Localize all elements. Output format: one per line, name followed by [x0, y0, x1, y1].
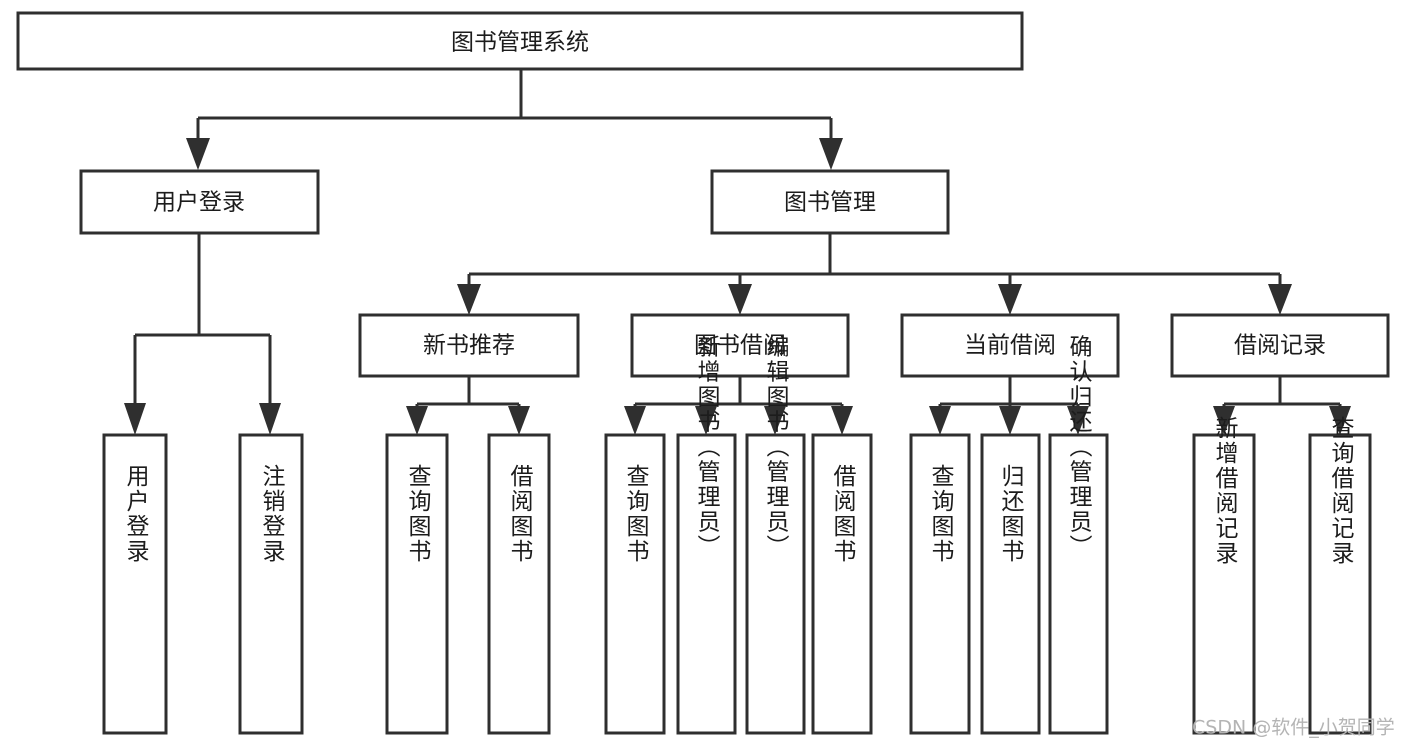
node-borrow-record-box[interactable]	[1170, 313, 1390, 378]
leaf-node-current-borrow-2[interactable]: 归还图书	[980, 433, 1041, 735]
leaf-node-borrow-record-1[interactable]: 新增借阅记录	[1192, 416, 1256, 735]
leaf-node-current-borrow-1-box[interactable]	[909, 433, 971, 735]
connector-group-new-book	[406, 376, 530, 435]
csdn-watermark: CSDN @软件_小贺同学	[1192, 717, 1395, 739]
leaf-node-current-borrow-1-label: 查询图书	[927, 464, 955, 564]
leaf-node-current-borrow-3[interactable]: 确认归还（管理员）	[1048, 335, 1109, 735]
leaf-node-book-borrow-3-box[interactable]	[745, 433, 806, 735]
node-book-manage-label: 图书管理	[784, 190, 876, 216]
arrow-head-user-login-leaf-2	[259, 403, 281, 435]
node-current-borrow[interactable]: 当前借阅	[900, 313, 1120, 378]
leaf-node-current-borrow-2-label: 归还图书	[997, 464, 1025, 564]
leaf-node-borrow-record-1-label: 新增借阅记录	[1211, 416, 1239, 566]
arrow-head-to-book-manage	[819, 138, 843, 170]
leaf-node-current-borrow-1[interactable]: 查询图书	[909, 433, 971, 735]
connector-group-user-login	[124, 233, 281, 435]
arrow-head-borrow-record-leaf-2	[1329, 406, 1351, 435]
leaf-node-new-book-1[interactable]: 查询图书	[385, 433, 449, 735]
arrow-head-level3-4	[1268, 284, 1292, 315]
arrow-head-level3-3	[998, 284, 1022, 315]
leaf-node-book-borrow-4[interactable]: 借阅图书	[811, 433, 873, 735]
node-borrow-record[interactable]: 借阅记录	[1170, 313, 1390, 378]
node-root-system[interactable]: 图书管理系统	[16, 11, 1024, 71]
leaf-node-book-borrow-4-label: 借阅图书	[829, 464, 857, 564]
arrow-head-book-borrow-leaf-4	[831, 406, 853, 435]
leaf-node-current-borrow-3-label: 确认归还（管理员）	[1065, 335, 1093, 560]
leaf-node-user-login-2-box[interactable]	[238, 433, 304, 735]
node-book-manage-box[interactable]	[710, 169, 950, 235]
leaf-node-borrow-record-2[interactable]: 查询借阅记录	[1308, 416, 1372, 735]
leaf-node-book-borrow-3[interactable]: 编辑图书（管理员）	[745, 335, 806, 735]
leaf-node-new-book-2[interactable]: 借阅图书	[487, 433, 551, 735]
node-book-borrow-label: 图书借阅	[694, 333, 786, 359]
leaf-node-book-borrow-1[interactable]: 查询图书	[604, 433, 666, 735]
arrow-head-current-borrow-leaf-1	[929, 406, 951, 435]
arrow-head-new-book-leaf-1	[406, 406, 428, 435]
leaf-node-user-login-2-label: 注销登录	[258, 464, 286, 564]
node-user-login[interactable]: 用户登录	[79, 169, 320, 235]
node-root-system-box[interactable]	[16, 11, 1024, 71]
leaf-node-book-borrow-2[interactable]: 新增图书（管理员）	[676, 335, 737, 735]
leaf-node-book-borrow-2-box[interactable]	[676, 433, 737, 735]
arrow-head-new-book-leaf-2	[508, 406, 530, 435]
connector-group-current-borrow	[929, 376, 1089, 435]
leaf-node-current-borrow-2-box[interactable]	[980, 433, 1041, 735]
arrow-head-to-user-login	[186, 138, 210, 170]
leaf-node-book-borrow-2-label: 新增图书（管理员）	[693, 335, 721, 560]
node-book-borrow-box[interactable]	[630, 313, 850, 378]
leaf-node-current-borrow-3-box[interactable]	[1048, 433, 1109, 735]
node-book-manage[interactable]: 图书管理	[710, 169, 950, 235]
connector-group-root	[186, 69, 843, 170]
leaf-node-user-login-1[interactable]: 用户登录	[102, 433, 168, 735]
leaf-node-borrow-record-1-box[interactable]	[1192, 433, 1256, 735]
leaf-node-user-login-2[interactable]: 注销登录	[238, 433, 304, 735]
leaf-node-new-book-2-box[interactable]	[487, 433, 551, 735]
connector-group-borrow-record	[1213, 376, 1351, 435]
leaf-node-book-borrow-1-box[interactable]	[604, 433, 666, 735]
leaf-node-new-book-2-label: 借阅图书	[506, 464, 534, 564]
connector-group-book-borrow	[624, 376, 853, 435]
leaf-node-user-login-1-box[interactable]	[102, 433, 168, 735]
leaf-node-book-borrow-3-label: 编辑图书（管理员）	[762, 335, 790, 560]
arrow-head-book-borrow-leaf-1	[624, 406, 646, 435]
node-root-system-label: 图书管理系统	[451, 30, 589, 56]
node-new-book-recommend[interactable]: 新书推荐	[358, 313, 580, 378]
node-book-borrow[interactable]: 图书借阅	[630, 313, 850, 378]
leaf-node-new-book-1-label: 查询图书	[404, 464, 432, 564]
node-current-borrow-box[interactable]	[900, 313, 1120, 378]
arrow-head-current-borrow-leaf-3	[1067, 406, 1089, 435]
leaf-node-book-borrow-1-label: 查询图书	[622, 464, 650, 564]
leaf-node-borrow-record-2-label: 查询借阅记录	[1327, 416, 1355, 566]
node-user-login-box[interactable]	[79, 169, 320, 235]
arrow-head-book-borrow-leaf-2	[695, 406, 717, 435]
node-borrow-record-label: 借阅记录	[1234, 333, 1326, 359]
connector-group-book-manage	[457, 233, 1292, 315]
node-user-login-label: 用户登录	[153, 190, 245, 216]
arrow-head-level3-1	[457, 284, 481, 315]
node-current-borrow-label: 当前借阅	[964, 333, 1056, 359]
leaf-node-book-borrow-4-box[interactable]	[811, 433, 873, 735]
leaf-node-borrow-record-2-box[interactable]	[1308, 433, 1372, 735]
arrow-head-level3-2	[728, 284, 752, 315]
arrow-head-borrow-record-leaf-1	[1213, 406, 1235, 435]
node-new-book-recommend-box[interactable]	[358, 313, 580, 378]
leaf-node-user-login-1-label: 用户登录	[122, 464, 150, 564]
arrow-head-user-login-leaf-1	[124, 403, 146, 435]
arrow-head-book-borrow-leaf-3	[764, 406, 786, 435]
arrow-head-current-borrow-leaf-2	[999, 406, 1021, 435]
leaf-node-new-book-1-box[interactable]	[385, 433, 449, 735]
node-new-book-recommend-label: 新书推荐	[423, 333, 515, 359]
